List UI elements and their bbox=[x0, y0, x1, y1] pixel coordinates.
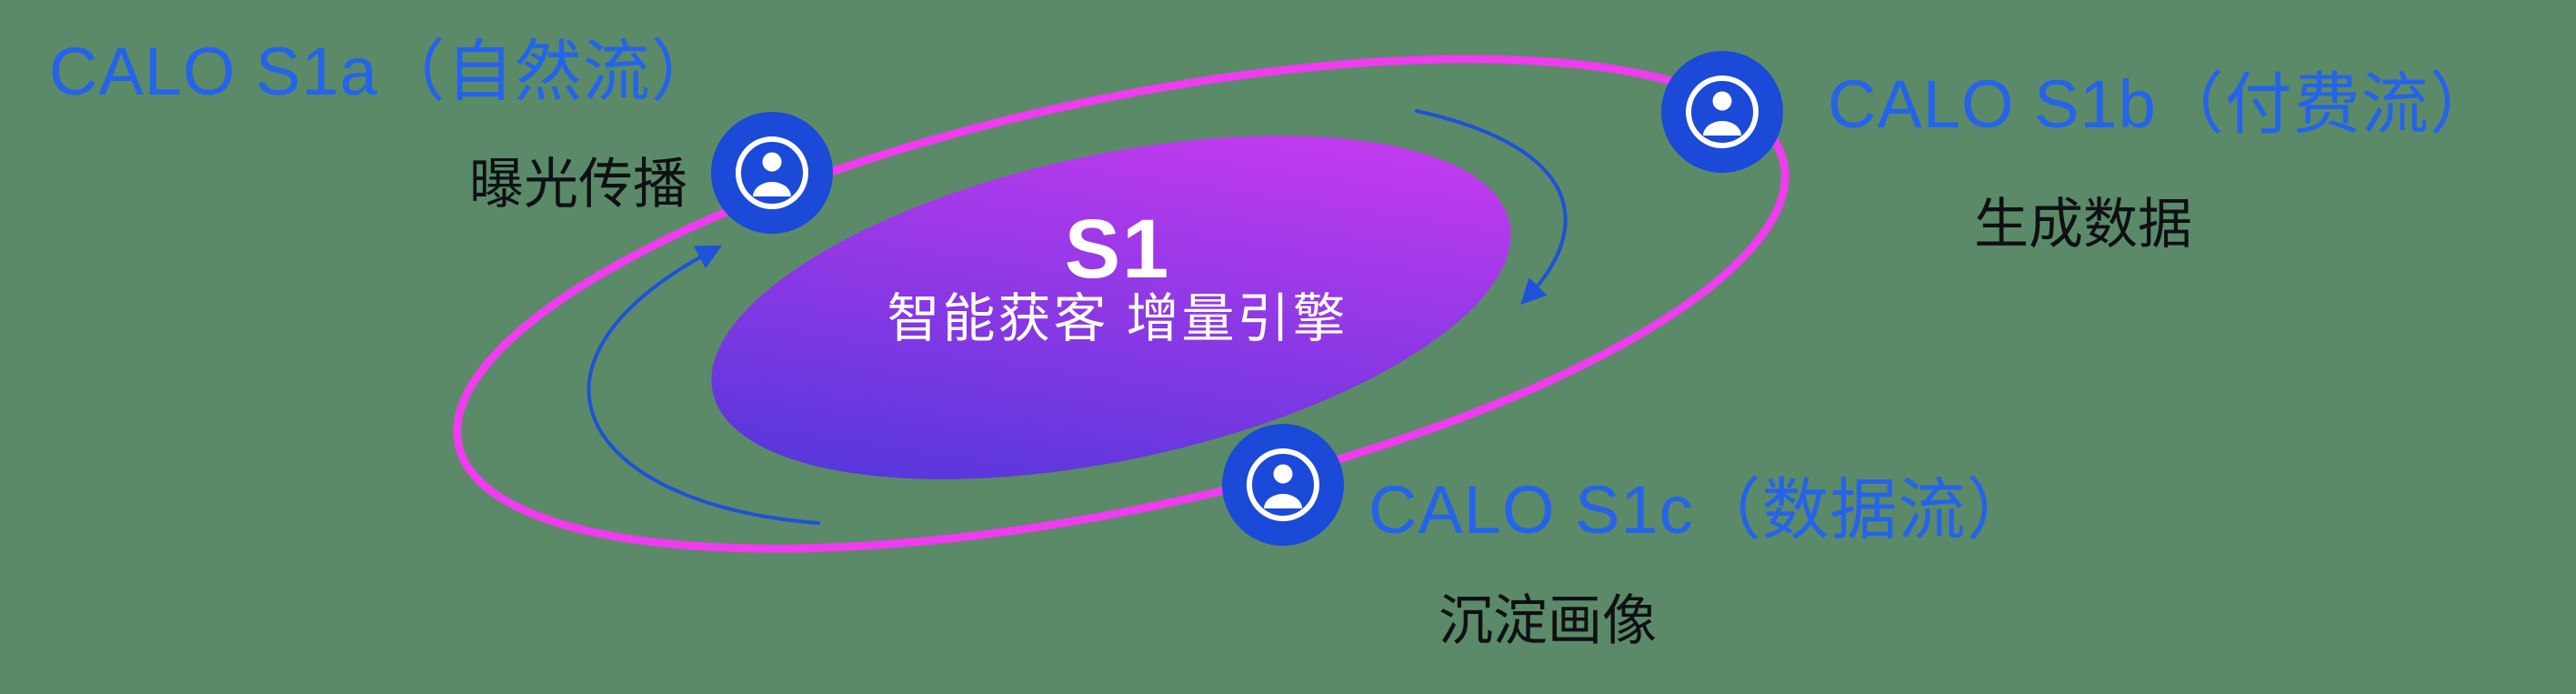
curved-arrow-icon bbox=[1415, 109, 1568, 306]
node-title-s1c: CALO S1c（数据流） bbox=[1368, 472, 2035, 548]
node-title-s1a: CALO S1a（自然流） bbox=[49, 34, 719, 109]
node-subtitle-s1b: 生成数据 bbox=[1974, 194, 2192, 255]
center-subtitle: 智能获客 增量引擎 bbox=[887, 289, 1348, 348]
node-subtitle-s1a: 曝光传播 bbox=[469, 154, 687, 215]
user-circle-icon bbox=[1222, 424, 1344, 546]
center-title: S1 bbox=[1064, 203, 1171, 296]
orbit-node-s1b bbox=[1661, 51, 1783, 173]
node-subtitle-s1c: 沉淀画像 bbox=[1438, 590, 1657, 651]
orbit-ring bbox=[453, 55, 1789, 553]
curved-arrow-icon bbox=[586, 245, 820, 525]
node-title-s1b: CALO S1b（付费流） bbox=[1828, 66, 2498, 142]
user-circle-icon bbox=[1661, 51, 1783, 173]
orbit-node-s1c bbox=[1222, 424, 1344, 546]
orbit-node-s1a bbox=[711, 112, 833, 234]
user-circle-icon bbox=[711, 112, 833, 234]
center-ellipse bbox=[711, 136, 1511, 479]
